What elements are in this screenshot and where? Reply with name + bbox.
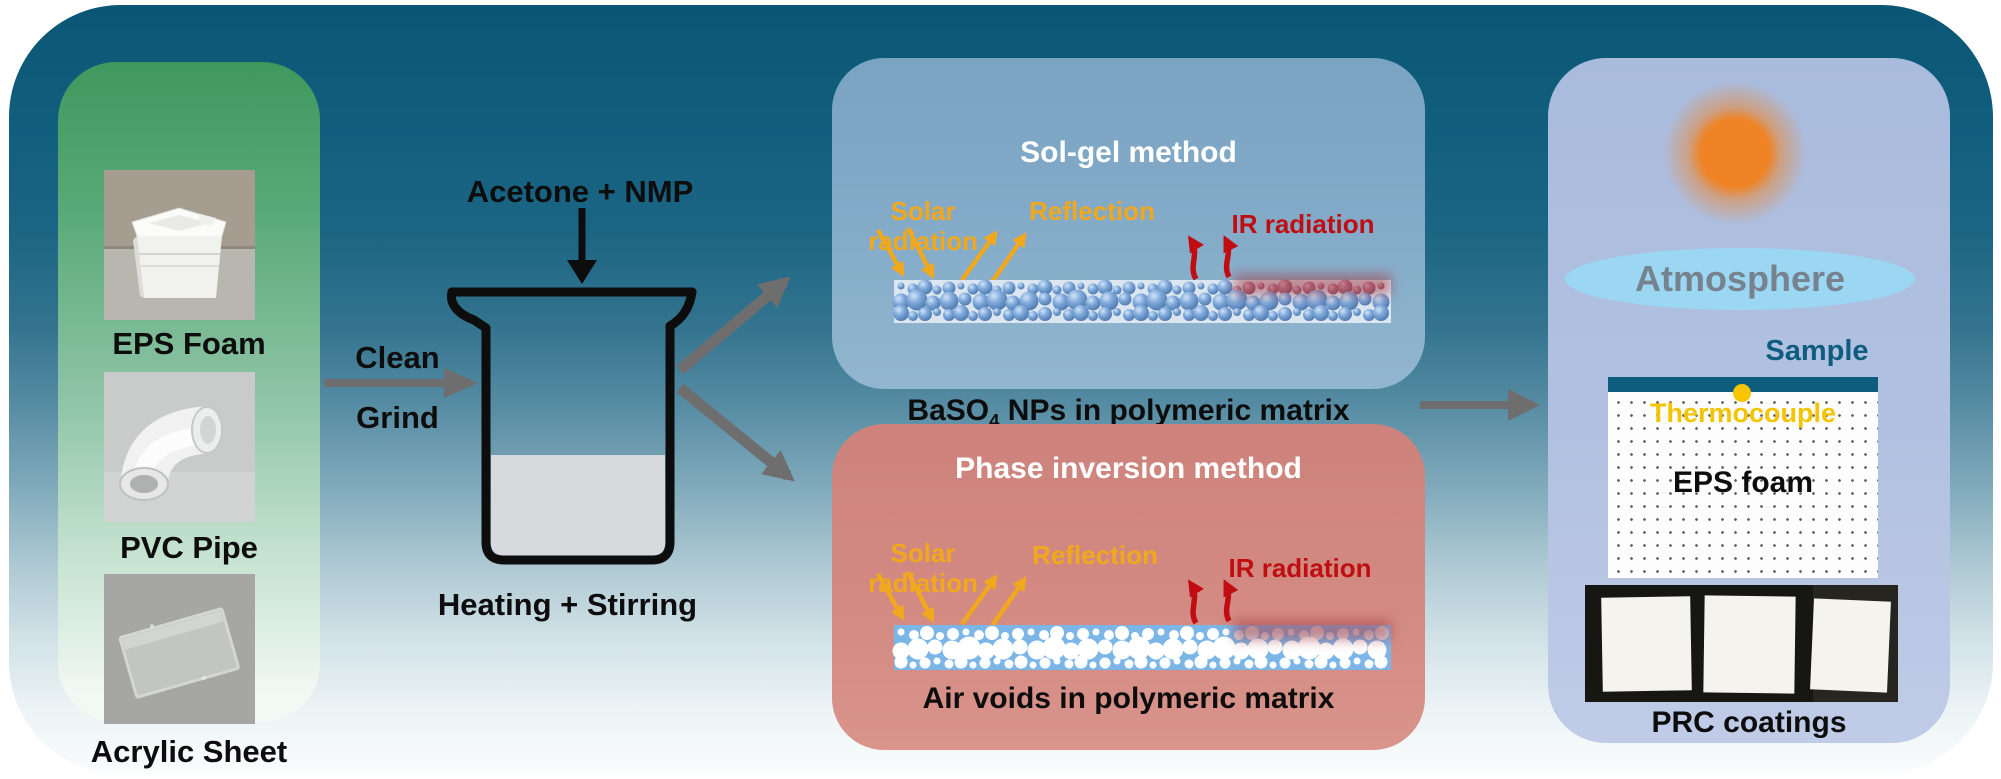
phase-title: Phase inversion method xyxy=(955,452,1302,485)
solgel-caption-post: NPs in polymeric matrix xyxy=(999,394,1350,427)
solgel-title: Sol-gel method xyxy=(1020,136,1237,169)
acetone-nmp-label: Acetone + NMP xyxy=(466,174,694,209)
beaker-icon xyxy=(446,287,697,565)
solgel-ir-radiation-label: IR radiation xyxy=(1231,209,1375,239)
test-setup-panel: Atmosphere Sample Thermocouple EPS foam … xyxy=(1548,58,1950,743)
acetone-down-arrow-icon xyxy=(567,208,597,284)
materials-panel: EPS Foam PVC Pipe xyxy=(58,62,320,769)
pvc-pipe-label: PVC Pipe xyxy=(120,530,258,565)
acrylic-sheet-photo xyxy=(104,574,255,724)
phase-air-void-layer xyxy=(892,620,1391,670)
solgel-nanoparticle-layer xyxy=(892,274,1391,323)
phase-radiation-arrows-icon xyxy=(876,570,1239,628)
phase-inversion-panel: Phase inversion method Solar radiation R… xyxy=(832,424,1425,750)
acrylic-sheet-illustration xyxy=(104,574,255,724)
solgel-method-panel: Sol-gel method Solar radiation Reflectio… xyxy=(832,58,1425,431)
acrylic-sheet-label: Acrylic Sheet xyxy=(90,734,288,769)
clean-step-label: Clean xyxy=(355,340,440,375)
solgel-reflection-label: Reflection xyxy=(1029,196,1155,226)
to-test-arrow-icon xyxy=(1420,389,1540,421)
heating-stirring-label: Heating + Stirring xyxy=(437,587,698,622)
solgel-solar-radiation-label: Solar radiation xyxy=(868,196,978,256)
prc-coatings-photo xyxy=(1585,585,1898,702)
phase-reflection-label: Reflection xyxy=(1032,540,1158,570)
prc-coatings-label: PRC coatings xyxy=(1651,706,1847,739)
eps-foam-block-label: EPS foam xyxy=(1672,466,1814,499)
solgel-caption-pre: BaSO xyxy=(907,394,990,427)
atmosphere-label: Atmosphere xyxy=(1634,258,1846,299)
sample-label: Sample xyxy=(1765,335,1869,367)
sun-icon xyxy=(1660,78,1810,228)
eps-foam-illustration xyxy=(104,170,255,320)
solgel-nanoparticles-graphic xyxy=(892,274,1391,321)
phase-caption: Air voids in polymeric matrix xyxy=(922,682,1335,715)
branch-arrows-icon xyxy=(676,276,795,482)
phase-air-voids-graphic xyxy=(892,620,1391,669)
atmosphere-dome: Atmosphere xyxy=(1565,248,1915,310)
eps-foam-label: EPS Foam xyxy=(112,326,266,361)
pvc-pipe-photo xyxy=(104,372,255,522)
grind-step-label: Grind xyxy=(356,400,439,435)
thermocouple-dot-icon xyxy=(1733,384,1751,402)
solgel-radiation-arrows-icon xyxy=(876,226,1239,284)
clean-grind-arrow-icon xyxy=(324,368,478,398)
solgel-caption-sub: 4 xyxy=(989,410,1000,431)
pvc-pipe-illustration xyxy=(104,372,255,522)
eps-foam-block: Thermocouple EPS foam xyxy=(1608,392,1878,578)
solgel-caption: BaSO4 NPs in polymeric matrix xyxy=(832,394,1425,431)
eps-foam-photo xyxy=(104,170,255,320)
prc-coating-sample-2 xyxy=(1703,595,1796,694)
prc-coating-sample-1 xyxy=(1601,596,1692,692)
prc-coating-sample-3 xyxy=(1810,598,1891,693)
phase-ir-radiation-label: IR radiation xyxy=(1228,553,1372,583)
thermocouple-label: Thermocouple xyxy=(1649,398,1837,428)
